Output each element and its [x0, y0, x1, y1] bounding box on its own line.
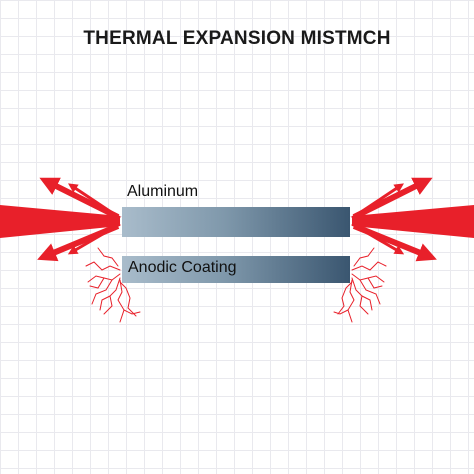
anodic-coating-label: Anodic Coating [128, 259, 237, 276]
right-expansion-arrows [351, 177, 474, 262]
aluminum-bar [122, 207, 350, 237]
expansion-arrow-icon [68, 183, 121, 220]
diagram-title: THERMAL EXPANSION MISTMCH [83, 28, 391, 49]
anodic-coating-bar [122, 256, 350, 283]
expansion-arrow-icon [39, 177, 120, 220]
expansion-arrow-icon [67, 222, 121, 255]
expansion-arrow-icon [351, 183, 404, 220]
crack-icon [85, 247, 141, 323]
expansion-arrow-icon [352, 177, 433, 220]
expansion-arrow-icon [351, 222, 405, 255]
crack-icon [333, 247, 387, 323]
aluminum-label: Aluminum [127, 183, 199, 200]
left-expansion-arrows [0, 177, 121, 262]
